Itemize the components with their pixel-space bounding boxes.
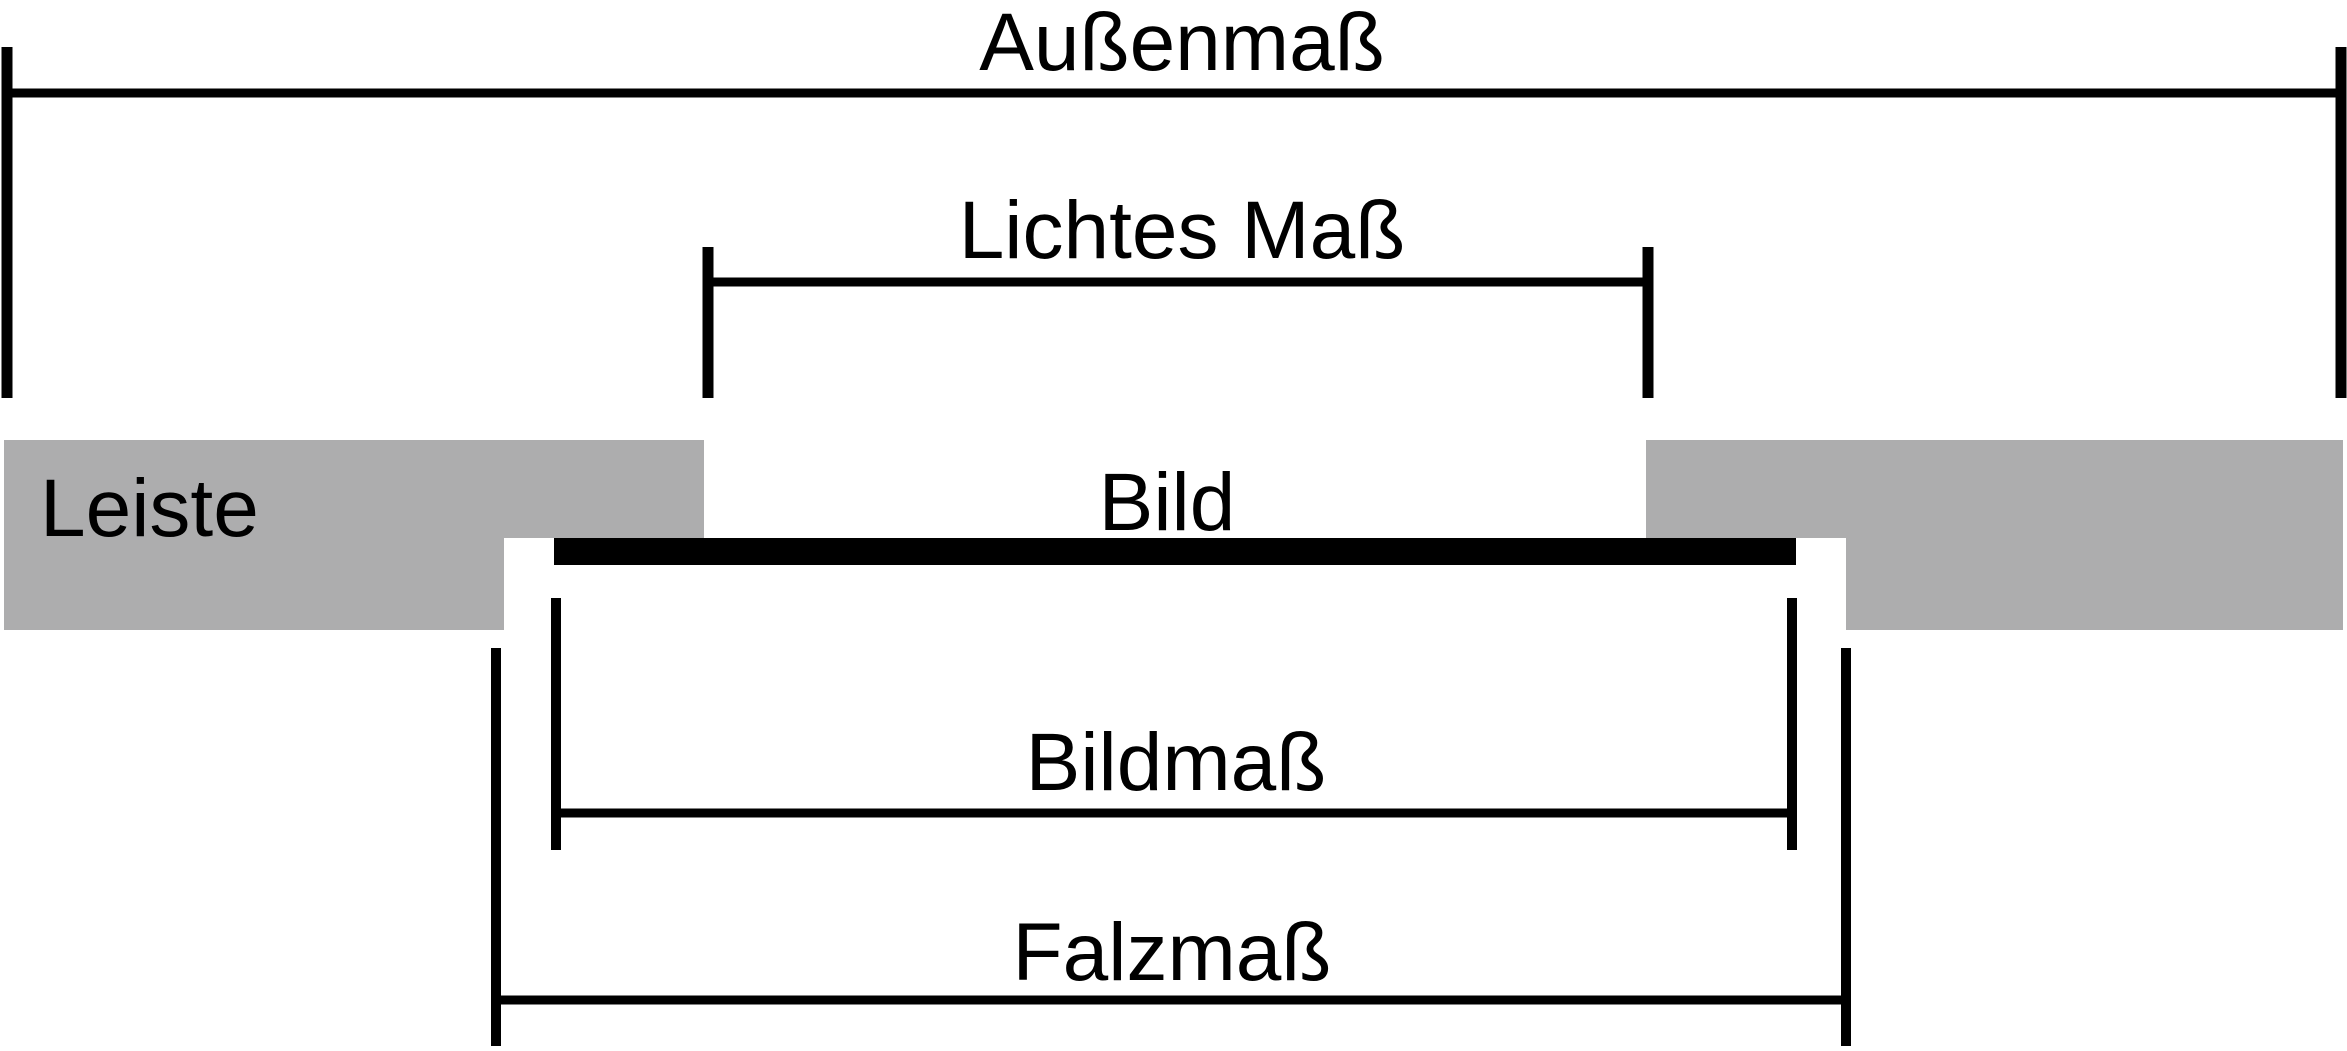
frame-left-lip	[504, 440, 704, 538]
rebate-dimension-label: Falzmaß	[1012, 907, 1332, 998]
picture-label: Bild	[1098, 457, 1236, 548]
picture-dimension	[551, 598, 1797, 850]
outer-dimension-label: Außenmaß	[979, 0, 1385, 88]
sight-dimension	[702, 247, 1654, 398]
frame-right-lip	[1646, 440, 1846, 538]
frame-moulding-right	[1646, 440, 2343, 630]
outer-dimension	[1, 47, 2347, 398]
picture-dimension-label: Bildmaß	[1025, 717, 1327, 808]
frame-label: Leiste	[40, 463, 259, 554]
sight-dimension-label: Lichtes Maß	[958, 185, 1406, 276]
rebate-dimension	[491, 648, 1851, 1046]
frame-right-outer-block	[1846, 440, 2343, 630]
frame-moulding-left	[4, 440, 704, 630]
frame-left-outer-block	[4, 440, 504, 630]
picture-panel	[554, 538, 1796, 565]
